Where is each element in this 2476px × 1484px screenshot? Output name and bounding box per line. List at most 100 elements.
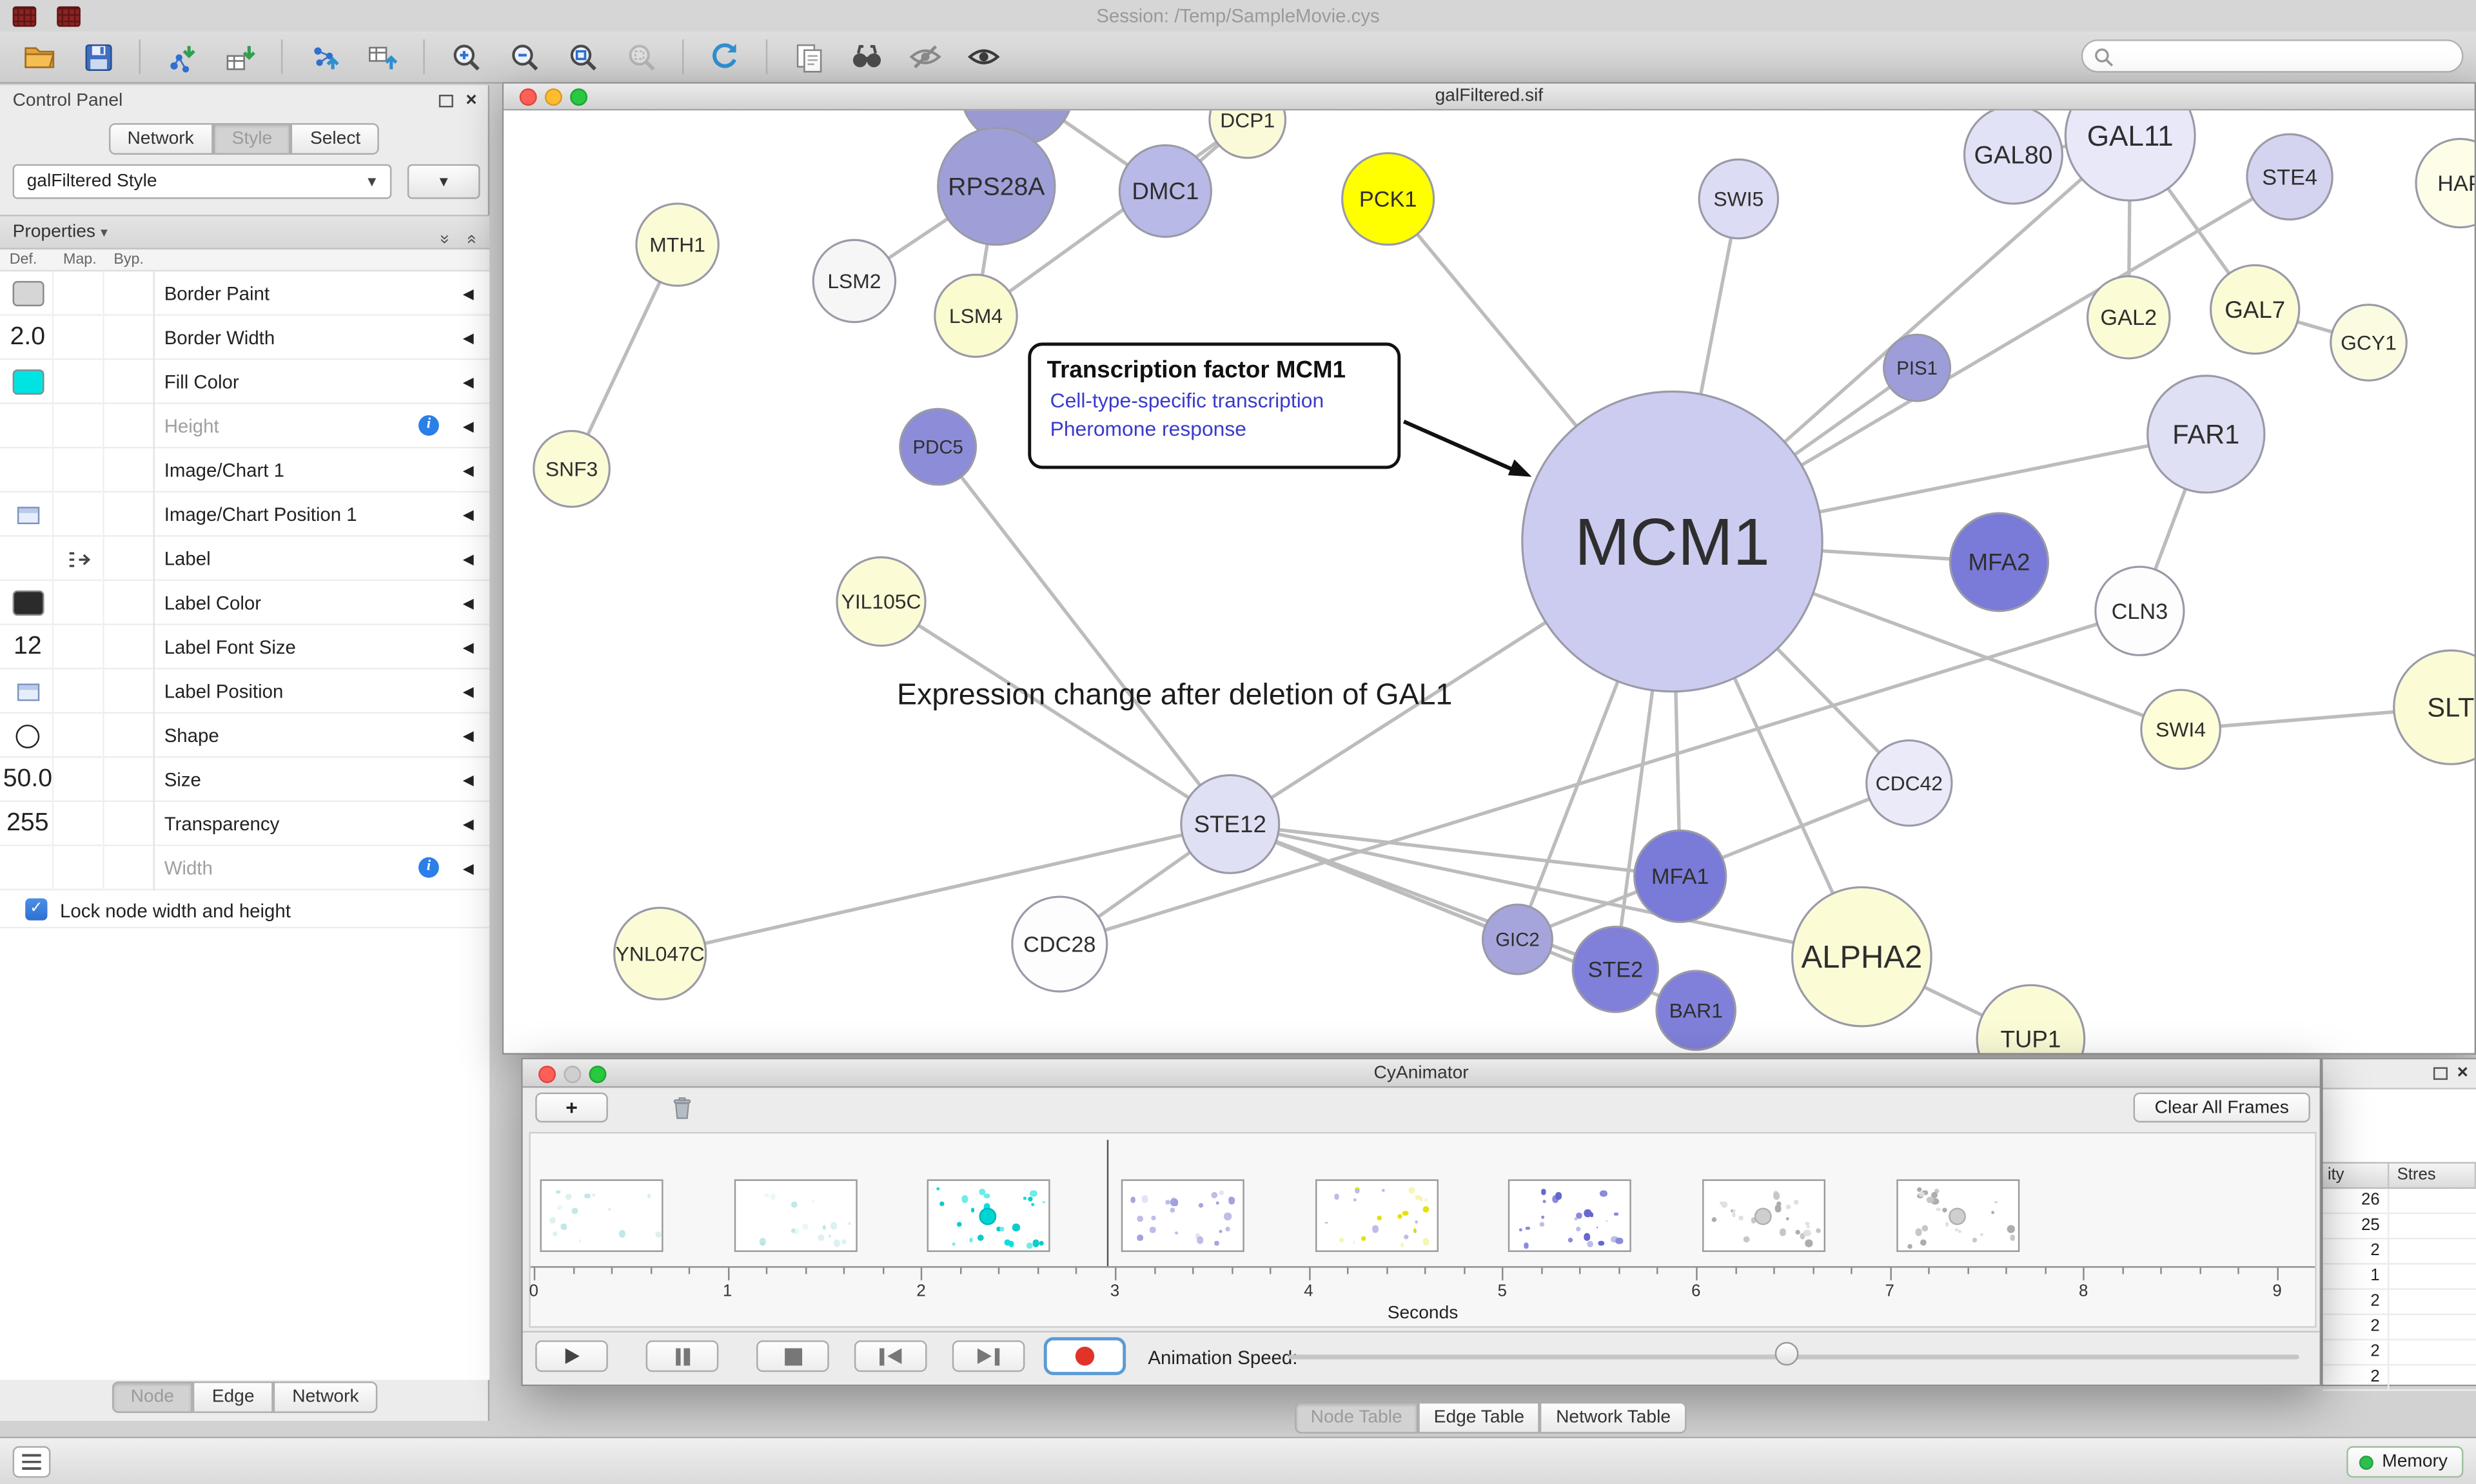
results-row[interactable]: 2 — [2323, 1239, 2476, 1265]
results-row[interactable]: 2 — [2323, 1315, 2476, 1341]
expand-row-arrow-icon[interactable]: ◀ — [462, 727, 474, 744]
network-node-slt[interactable]: SLT — [2393, 649, 2475, 765]
network-node-dcp1[interactable]: DCP1 — [1208, 110, 1287, 159]
tab-edge-table[interactable]: Edge Table — [1418, 1401, 1540, 1434]
network-node-gal2[interactable]: GAL2 — [2086, 275, 2171, 360]
float-panel-icon[interactable] — [438, 94, 453, 108]
network-node-ste2[interactable]: STE2 — [1571, 925, 1660, 1013]
speed-slider-knob[interactable] — [1774, 1342, 1799, 1366]
expand-row-arrow-icon[interactable]: ◀ — [462, 595, 474, 611]
expand-row-arrow-icon[interactable]: ◀ — [462, 374, 474, 390]
expand-row-arrow-icon[interactable]: ◀ — [462, 329, 474, 346]
import-table-button[interactable] — [217, 36, 264, 77]
network-edge[interactable] — [880, 600, 1232, 826]
network-node-bar1[interactable]: BAR1 — [1655, 970, 1737, 1051]
tab-select[interactable]: Select — [291, 123, 380, 155]
import-network-button[interactable] — [158, 36, 205, 77]
properties-header[interactable]: Properties ▾ » » — [0, 215, 490, 249]
tab-network-style[interactable]: Network — [273, 1381, 378, 1413]
frame-thumbnail-2[interactable] — [733, 1179, 857, 1253]
network-node-ste12[interactable]: STE12 — [1180, 774, 1281, 874]
pause-button[interactable] — [645, 1340, 719, 1372]
minimize-window-button[interactable] — [544, 88, 562, 106]
property-row-label[interactable]: Label◀ — [0, 536, 490, 581]
network-node-pck1[interactable]: PCK1 — [1341, 151, 1435, 246]
style-options-button[interactable]: ▼ — [407, 164, 480, 199]
open-session-button[interactable] — [15, 36, 63, 77]
collapse-all-icon[interactable]: » — [462, 234, 481, 244]
memory-button[interactable]: Memory — [2347, 1446, 2464, 1478]
stop-button[interactable] — [756, 1340, 829, 1372]
size-default-value[interactable]: 50.0 — [3, 757, 54, 803]
zoom-out-button[interactable] — [500, 36, 547, 77]
search-network-button[interactable] — [843, 36, 890, 77]
network-node-mth1[interactable]: MTH1 — [635, 202, 720, 287]
close-panel-icon[interactable]: × — [466, 88, 477, 111]
expand-row-arrow-icon[interactable]: ◀ — [462, 286, 474, 302]
maximize-window-button[interactable] — [570, 88, 588, 106]
network-node-pis1[interactable]: PIS1 — [1883, 333, 1952, 402]
frame-thumbnail-6[interactable] — [1508, 1179, 1632, 1253]
save-session-button[interactable] — [74, 36, 121, 77]
annotation-link-2[interactable]: Pheromone response — [1050, 416, 1247, 441]
network-node-gal11[interactable]: GAL11 — [2064, 110, 2196, 202]
transparency-default-value[interactable]: 255 — [3, 802, 54, 846]
show-details-button[interactable] — [960, 36, 1007, 77]
network-edge[interactable] — [1059, 609, 2141, 946]
export-table-button[interactable] — [359, 36, 406, 77]
tab-edge[interactable]: Edge — [193, 1381, 273, 1413]
zoom-fit-button[interactable] — [559, 36, 606, 77]
fill-color-swatch[interactable] — [12, 369, 44, 395]
results-row[interactable]: 2 — [2323, 1365, 2476, 1391]
play-button[interactable] — [535, 1340, 608, 1372]
close-animator-button[interactable] — [538, 1066, 556, 1084]
clear-all-frames-button[interactable]: Clear All Frames — [2133, 1092, 2310, 1123]
expand-row-arrow-icon[interactable]: ◀ — [462, 507, 474, 523]
copy-button[interactable] — [785, 36, 832, 77]
expand-row-arrow-icon[interactable]: ◀ — [462, 816, 474, 832]
network-node-lsm2[interactable]: LSM2 — [812, 239, 897, 324]
network-node-cdc42[interactable]: CDC42 — [1865, 739, 1953, 827]
network-node-cln3[interactable]: CLN3 — [2094, 565, 2185, 656]
network-edge[interactable] — [974, 118, 1249, 317]
frame-thumbnail-1[interactable] — [540, 1179, 663, 1253]
expand-row-arrow-icon[interactable]: ◀ — [462, 639, 474, 656]
property-row-border-paint[interactable]: Border Paint◀ — [0, 271, 490, 316]
border-paint-swatch[interactable] — [12, 280, 44, 307]
frame-thumbnail-8[interactable] — [1896, 1179, 2019, 1253]
property-row-fill-color[interactable]: Fill Color◀ — [0, 360, 490, 404]
network-node-tup1[interactable]: TUP1 — [1976, 984, 2086, 1053]
network-node-swi4[interactable]: SWI4 — [2140, 688, 2221, 770]
results-column-1[interactable]: ity — [2323, 1163, 2390, 1187]
network-node-mfa1[interactable]: MFA1 — [1633, 829, 1727, 923]
network-edge[interactable] — [1230, 822, 1681, 878]
network-node-gal7[interactable]: GAL7 — [2210, 264, 2301, 355]
delete-frame-button[interactable] — [649, 1093, 716, 1123]
info-icon[interactable]: i — [418, 857, 439, 878]
tab-style[interactable]: Style — [213, 123, 291, 155]
network-edge[interactable] — [936, 445, 1232, 826]
network-node-lsm4[interactable]: LSM4 — [934, 273, 1018, 358]
network-node-mfa2[interactable]: MFA2 — [1949, 512, 2049, 612]
show-panels-button[interactable] — [12, 1446, 51, 1478]
network-node-mcm1[interactable]: MCM1 — [1521, 390, 1823, 693]
tab-node-table[interactable]: Node Table — [1295, 1401, 1419, 1434]
property-row-image-chart-1[interactable]: Image/Chart 1◀ — [0, 448, 490, 493]
info-icon[interactable]: i — [418, 415, 439, 436]
network-node-far1[interactable]: FAR1 — [2147, 375, 2266, 494]
ellipse-shape-icon[interactable] — [15, 723, 40, 748]
last-frame-button[interactable] — [952, 1340, 1025, 1372]
frame-thumbnail-7[interactable] — [1702, 1179, 1826, 1253]
network-node-ste4[interactable]: STE4 — [2246, 133, 2334, 221]
annotation-box[interactable]: Transcription factor MCM1 Cell-type-spec… — [1028, 342, 1401, 469]
network-node-yil105c[interactable]: YIL105C — [836, 556, 927, 647]
network-node-snf3[interactable]: SNF3 — [533, 429, 611, 508]
record-button[interactable] — [1043, 1337, 1126, 1376]
style-selector[interactable]: galFiltered Style ▼ — [12, 164, 392, 199]
results-column-2[interactable]: Stres — [2389, 1163, 2476, 1187]
add-frame-button[interactable]: + — [535, 1092, 608, 1123]
